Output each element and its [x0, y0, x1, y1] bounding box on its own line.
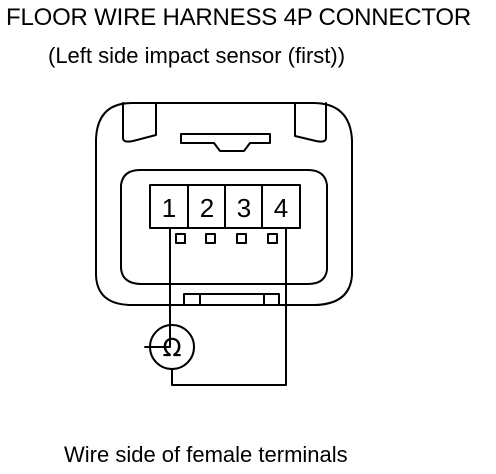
pin-label-4: 4: [274, 193, 288, 223]
pin-label-2: 2: [200, 193, 214, 223]
connector-housing-outline: [95, 102, 353, 306]
left-lock-tab: [122, 102, 157, 143]
right-lock-tab: [294, 102, 327, 143]
diagram-subtitle: (Left side impact sensor (first)): [48, 43, 346, 68]
probe-wire-pin-1: [144, 227, 171, 348]
top-latch: [180, 133, 271, 152]
diagram-title: FLOOR WIRE HARNESS 4P CONNECTOR: [6, 4, 471, 31]
connector-inner-outline: [120, 169, 328, 285]
terminal-window-2: [205, 233, 216, 244]
terminal-window-1: [175, 233, 186, 244]
pin-label-1: 1: [162, 193, 176, 223]
diagram-caption: Wire side of female terminals: [64, 442, 348, 467]
probe-wire-pin-4: [171, 227, 287, 386]
pin-label-3: 3: [237, 193, 251, 223]
terminal-window-3: [236, 233, 247, 244]
ohm-symbol: Ω: [162, 333, 181, 362]
bottom-key: [183, 293, 280, 306]
terminal-window-4: [267, 233, 278, 244]
ohmmeter-icon: [149, 324, 195, 370]
